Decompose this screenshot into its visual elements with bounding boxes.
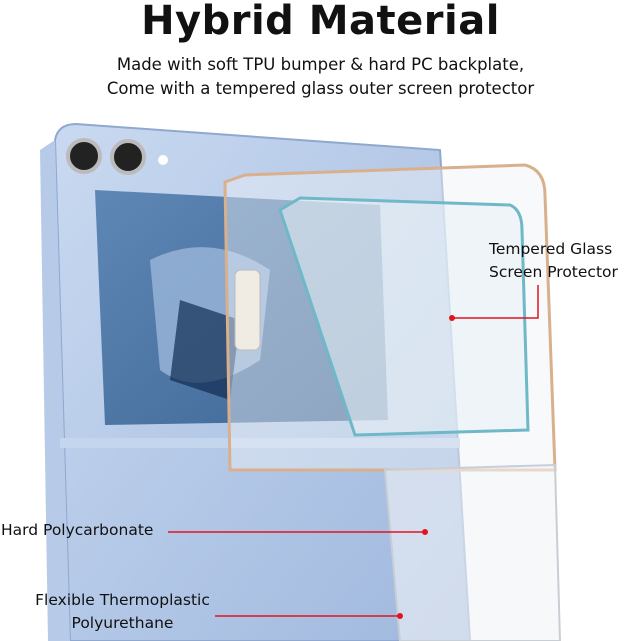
- pc-callout-label: Hard Polycarbonate: [1, 521, 154, 539]
- glass-label-line-2: Screen Protector: [489, 263, 618, 281]
- tpu-label-line-1: Flexible Thermoplastic: [35, 591, 210, 609]
- glass-label-line-1: Tempered Glass: [489, 240, 613, 258]
- tpu-callout-label: Flexible Thermoplastic Polyurethane: [20, 589, 225, 635]
- glass-callout-label: Tempered Glass Screen Protector: [489, 238, 618, 284]
- tpu-label-line-2: Polyurethane: [71, 614, 174, 632]
- tempered-glass: [278, 196, 530, 437]
- camera-lenses: [66, 138, 168, 175]
- page-title: Hybrid Material: [141, 0, 500, 44]
- subtitle-line-2: Come with a tempered glass outer screen …: [106, 79, 535, 98]
- subtitle-line-1: Made with soft TPU bumper & hard PC back…: [116, 55, 525, 74]
- glass-callout-line: [452, 285, 539, 319]
